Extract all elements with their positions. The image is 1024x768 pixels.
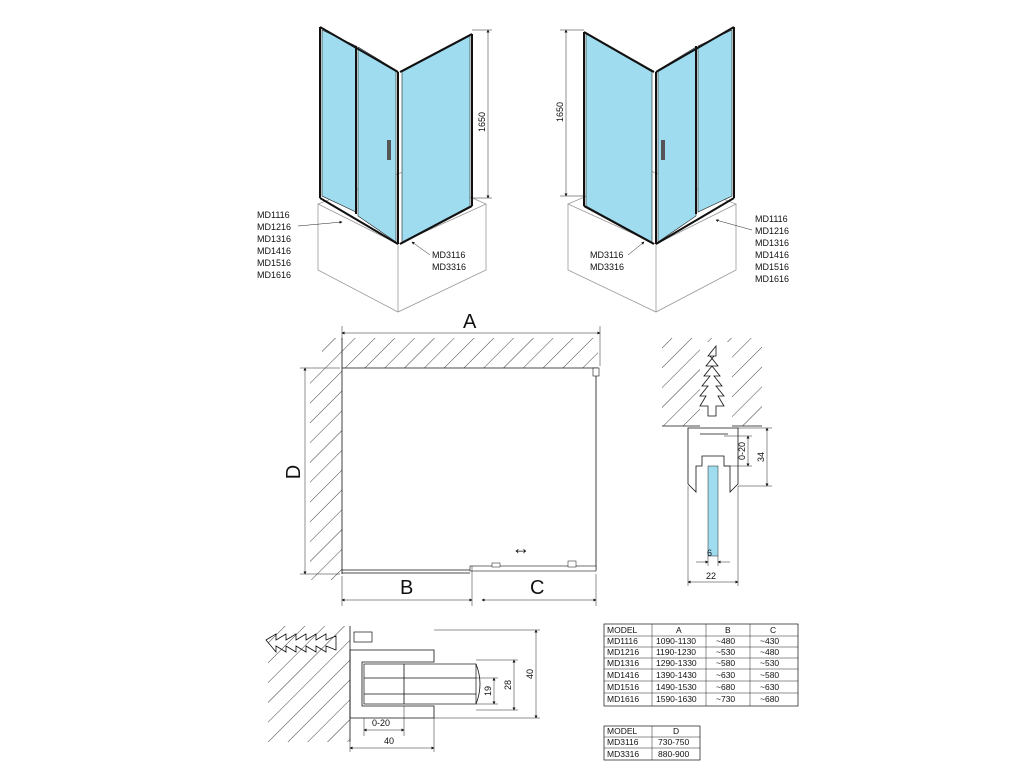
dim-adjust-label: 0-20: [372, 718, 390, 728]
left-wall-hatch: [310, 368, 342, 580]
model-label: MD1516: [257, 258, 291, 268]
dim-19-label: 19: [483, 686, 493, 696]
table-cell: 1190-1230: [656, 647, 696, 657]
side-panel-right: [583, 31, 655, 245]
dimension-c-label: C: [530, 577, 544, 599]
dimension-table-side: MODEL D MD3116 730-750 MD3316 880-900: [603, 725, 701, 761]
wall-profile-top: [349, 649, 435, 719]
dimension-a-label: A: [463, 311, 477, 333]
model-label: MD1316: [755, 238, 789, 248]
table-header-cell: A: [676, 625, 682, 635]
right-3d-view: 1650 MD3116 MD3316 MD1116 MD1216 MD1316 …: [555, 26, 789, 313]
profile-width-label: 22: [706, 571, 716, 581]
table-cell: MD3316: [607, 749, 639, 759]
table-cell: 1490-1530: [656, 682, 697, 692]
table-cell: 1290-1330: [656, 658, 697, 668]
model-label: MD1116: [257, 210, 290, 220]
table-cell: MD1316: [607, 658, 639, 668]
profile-detail: 34 0-20 6 22: [662, 338, 772, 586]
plan-view: ↔ A D B C: [283, 311, 601, 606]
table-header-cell: MODEL: [607, 625, 638, 635]
dim-40-vertical-label: 40: [525, 669, 535, 679]
door-handle-left: [387, 140, 391, 160]
height-dimension-left: 1650: [472, 29, 492, 199]
table-header-cell: B: [725, 625, 731, 635]
model-label: MD1416: [257, 246, 291, 256]
model-label: MD1616: [755, 274, 789, 284]
door-model-list-right: MD1116 MD1216 MD1316 MD1416 MD1516 MD161…: [715, 214, 789, 284]
model-label: MD1516: [755, 262, 789, 272]
table-cell: ~680: [760, 694, 779, 704]
dimension-table-main: MODEL A B C MD1116 1090-1130 ~480 ~430 M…: [603, 623, 799, 707]
table-header-cell: MODEL: [607, 726, 638, 736]
profile-adjust-label: 0-20: [737, 442, 747, 460]
slide-direction-arrow: ↔: [512, 538, 530, 558]
table-cell: MD1116: [607, 636, 638, 646]
dim-28-label: 28: [503, 680, 513, 690]
dimension-b-label: B: [400, 577, 413, 599]
table-cell: ~680: [716, 682, 735, 692]
model-label: MD3116: [590, 250, 623, 260]
door-panel-left: [319, 26, 399, 245]
side-wall-hatch: [268, 626, 350, 742]
table-cell: 1590-1630: [656, 694, 697, 704]
glass-thickness-label: 6: [707, 548, 712, 558]
height-label-right: 1650: [555, 102, 565, 122]
wall-anchor-horizontal: [265, 633, 337, 654]
top-wall-hatch: [322, 338, 598, 368]
table-cell: 730-750: [658, 737, 689, 747]
height-dimension-right: 1650: [555, 29, 584, 197]
table-cell: ~580: [760, 670, 779, 680]
model-label: MD1116: [755, 214, 788, 224]
table-header-cell: D: [673, 726, 679, 736]
model-label: MD3316: [432, 262, 466, 272]
table-cell: ~730: [716, 694, 735, 704]
table-cell: 1090-1130: [656, 636, 696, 646]
dim-40-horizontal-label: 40: [384, 736, 394, 746]
table-cell: ~480: [760, 647, 779, 657]
table-cell: ~630: [716, 670, 735, 680]
wall-detail: 19 28 40 0-20 40: [265, 626, 540, 752]
table-cell: MD1616: [607, 694, 639, 704]
table-cell: ~580: [716, 658, 735, 668]
door-handle-right: [661, 140, 665, 160]
dimension-d-label: D: [283, 465, 305, 479]
table-cell: ~630: [760, 682, 779, 692]
table-cell: 880-900: [658, 749, 689, 759]
table-cell: ~530: [716, 647, 735, 657]
model-label: MD1316: [257, 234, 291, 244]
model-label: MD1416: [755, 250, 789, 260]
table-cell: MD1516: [607, 682, 639, 692]
height-label-left: 1650: [477, 112, 487, 132]
table-cell: MD1216: [607, 647, 639, 657]
table-cell: ~480: [716, 636, 735, 646]
table-cell: MD1416: [607, 670, 639, 680]
wall-anchor: [699, 344, 725, 417]
table-cell: ~430: [760, 636, 779, 646]
glass-pane-section: [707, 465, 719, 557]
side-model-list-left: MD3116 MD3316: [411, 241, 466, 272]
table-cell: ~530: [760, 658, 779, 668]
side-panel-left: [399, 33, 473, 245]
table-header-cell: C: [770, 625, 776, 635]
profile-height-label: 34: [756, 452, 766, 462]
model-label: MD1616: [257, 270, 291, 280]
table-cell: 1390-1430: [656, 670, 697, 680]
model-label: MD1216: [755, 226, 789, 236]
model-label: MD3316: [590, 262, 624, 272]
table-cell: MD3116: [607, 737, 639, 747]
door-panel-right: [655, 26, 735, 245]
wall-profile: [687, 427, 739, 493]
left-3d-view: 1650 MD1116 MD1216 MD1316 MD1416 MD1516 …: [257, 26, 492, 313]
model-label: MD3116: [432, 250, 465, 260]
model-label: MD1216: [257, 222, 291, 232]
door-model-list-left: MD1116 MD1216 MD1316 MD1416 MD1516 MD161…: [257, 210, 343, 280]
side-model-list-right: MD3116 MD3316: [590, 241, 645, 272]
